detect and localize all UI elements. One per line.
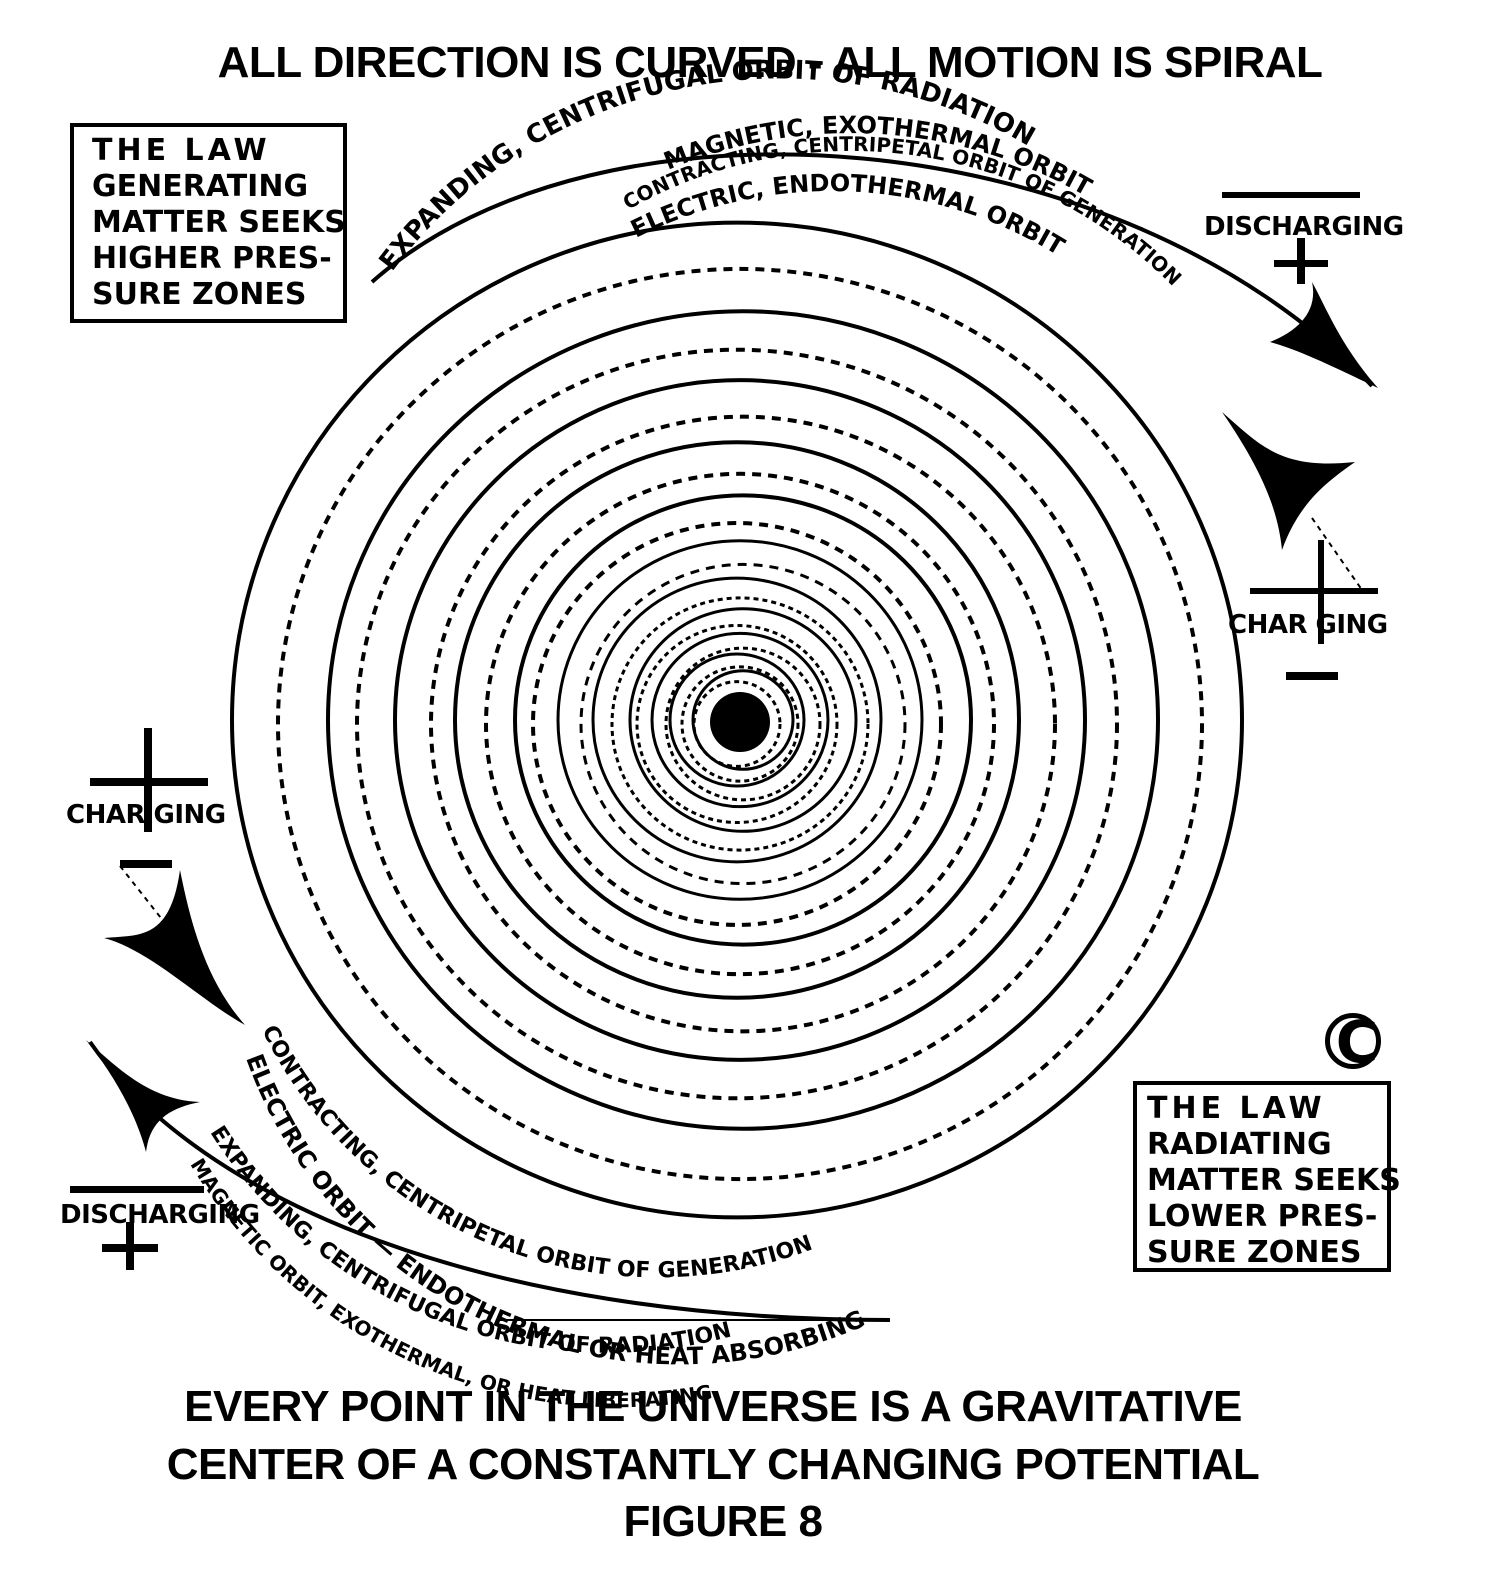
law-box-line: SURE ZONES [92, 277, 307, 312]
right-discharging-sign [1222, 192, 1360, 284]
spiral-ring-dashed [610, 596, 870, 852]
law-box-line: THE LAW [1147, 1091, 1326, 1126]
spiral-ring-solid [230, 220, 1244, 1220]
left-charging-connector [119, 865, 173, 933]
spiral-ring-dashed [531, 521, 943, 927]
law-box-line: MATTER SEEKS [92, 205, 346, 240]
spiral-ring-solid [393, 378, 1087, 1062]
arrowhead-bottom-left-icon [86, 1040, 200, 1152]
law-box-line: HIGHER PRES- [92, 241, 332, 276]
right-charging-sign [1250, 540, 1378, 680]
caption-line-1: EVERY POINT IN THE UNIVERSE IS A GRAVITA… [184, 1382, 1242, 1431]
law-box-line: MATTER SEEKS [1147, 1163, 1401, 1198]
law-box-line: LOWER PRES- [1147, 1199, 1378, 1234]
spiral-ring-dashed [429, 414, 1057, 1034]
right-charging-label: CHAR GING [1228, 610, 1388, 640]
spiral-ring-solid [556, 539, 924, 901]
spiral-ring-solid [591, 576, 883, 864]
spiral-ring-solid [326, 309, 1160, 1131]
spiral-ring-dashed [664, 646, 822, 802]
law-box-line: GENERATING [92, 169, 309, 204]
copyright-mark-icon: C [1325, 1010, 1389, 1074]
left-charging-label: CHAR GING [66, 800, 226, 830]
center-core [710, 692, 770, 752]
law-box-radiating: THE LAW RADIATING MATTER SEEKS LOWER PRE… [1133, 1081, 1401, 1272]
law-box-generating: THE LAW GENERATING MATTER SEEKS HIGHER P… [70, 123, 347, 323]
left-charging-sign [90, 728, 208, 868]
figure-label: FIGURE 8 [623, 1497, 823, 1546]
spiral-ring-dashed [579, 562, 907, 886]
spiral-ring-dashed [484, 471, 996, 977]
spiral-ring-dashed [276, 266, 1204, 1182]
arrowhead-top-right-icon [1270, 282, 1378, 388]
arrowhead-right-charging-icon [1222, 412, 1355, 550]
spiral-rings [230, 220, 1244, 1220]
spiral-ring-dashed [692, 680, 782, 768]
spiral-ring-dashed [635, 624, 839, 824]
law-box-line: THE LAW [92, 133, 271, 168]
spiral-ring-solid [628, 607, 858, 833]
left-discharging-sign [70, 1186, 204, 1270]
spiral-ring-solid [453, 440, 1021, 1000]
spiral-ring-dashed [680, 665, 800, 783]
page-title: ALL DIRECTION IS CURVED - ALL MOTION IS … [217, 38, 1323, 87]
arrowhead-left-charging-icon [104, 870, 245, 1025]
law-box-line: RADIATING [1147, 1127, 1332, 1162]
spiral-ring-solid [513, 493, 973, 947]
spiral-ring-solid [650, 631, 830, 809]
law-box-line: SURE ZONES [1147, 1235, 1362, 1270]
spiral-ring-solid [668, 652, 806, 788]
right-discharging-label: DISCHARGING [1204, 212, 1404, 242]
caption-line-2: CENTER OF A CONSTANTLY CHANGING POTENTIA… [166, 1440, 1260, 1489]
right-charging-connector [1311, 517, 1363, 591]
top-expanding-orbit-arc [370, 152, 1374, 388]
left-discharging-label: DISCHARGING [60, 1200, 260, 1230]
spiral-ring-dashed [355, 347, 1119, 1101]
